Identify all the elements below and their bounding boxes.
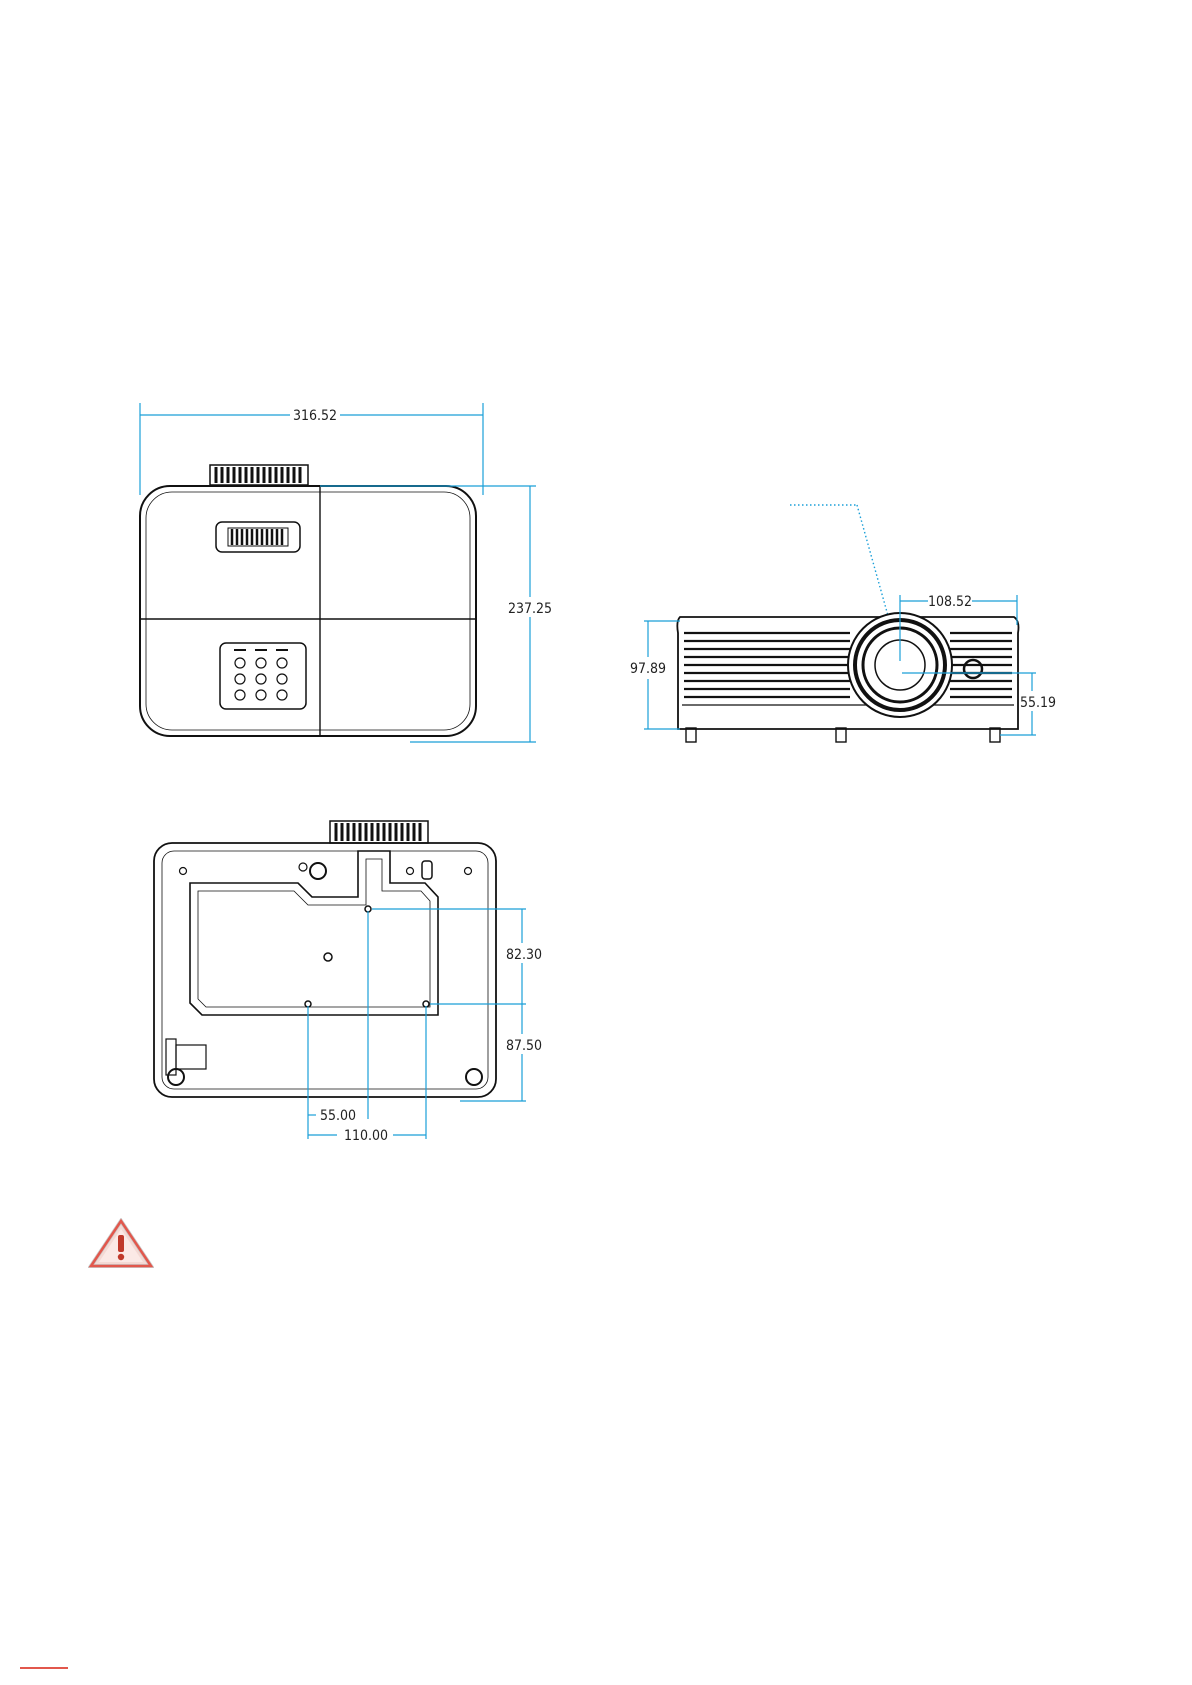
top-width-label: 316.52 xyxy=(293,408,337,424)
mount-offset-label: 55.00 xyxy=(320,1108,356,1124)
footer-accent-rule xyxy=(20,1667,68,1669)
front-height-label: 97.89 xyxy=(630,661,666,677)
bottom-view-drawing: 82.30 87.50 55.00 110.00 xyxy=(140,805,580,1170)
mount-depth-1-label: 82.30 xyxy=(506,947,542,963)
lens-height-label: 55.19 xyxy=(1020,695,1056,711)
lens-ring-bottom xyxy=(330,821,428,843)
mount-span-label: 110.00 xyxy=(344,1128,388,1144)
control-keypad xyxy=(220,643,306,709)
mount-depth-2-label: 87.50 xyxy=(506,1038,542,1054)
lens-ring-top xyxy=(210,465,308,485)
mount-offset-dimension: 55.00 xyxy=(308,911,368,1139)
mount-depth-2-dimension: 87.50 xyxy=(460,1004,542,1101)
top-depth-dimension: 237.25 xyxy=(320,486,552,742)
top-depth-label: 237.25 xyxy=(508,601,552,617)
front-height-dimension: 97.89 xyxy=(630,621,680,729)
projector-body-front xyxy=(677,617,1018,742)
projector-body-bottom xyxy=(154,843,496,1097)
zoom-slider xyxy=(216,522,300,552)
ir-receiver xyxy=(964,660,982,678)
mount-depth-1-dimension: 82.30 xyxy=(372,909,542,1004)
lens-offset-label: 108.52 xyxy=(928,594,972,610)
front-view-drawing: 97.89 108.52 55.19 xyxy=(620,485,1060,755)
projector-body-top xyxy=(140,486,476,736)
top-width-dimension: 316.52 xyxy=(140,403,483,495)
top-view-drawing: 316.52 237.25 xyxy=(120,395,560,755)
warning-triangle-icon xyxy=(88,1218,154,1270)
